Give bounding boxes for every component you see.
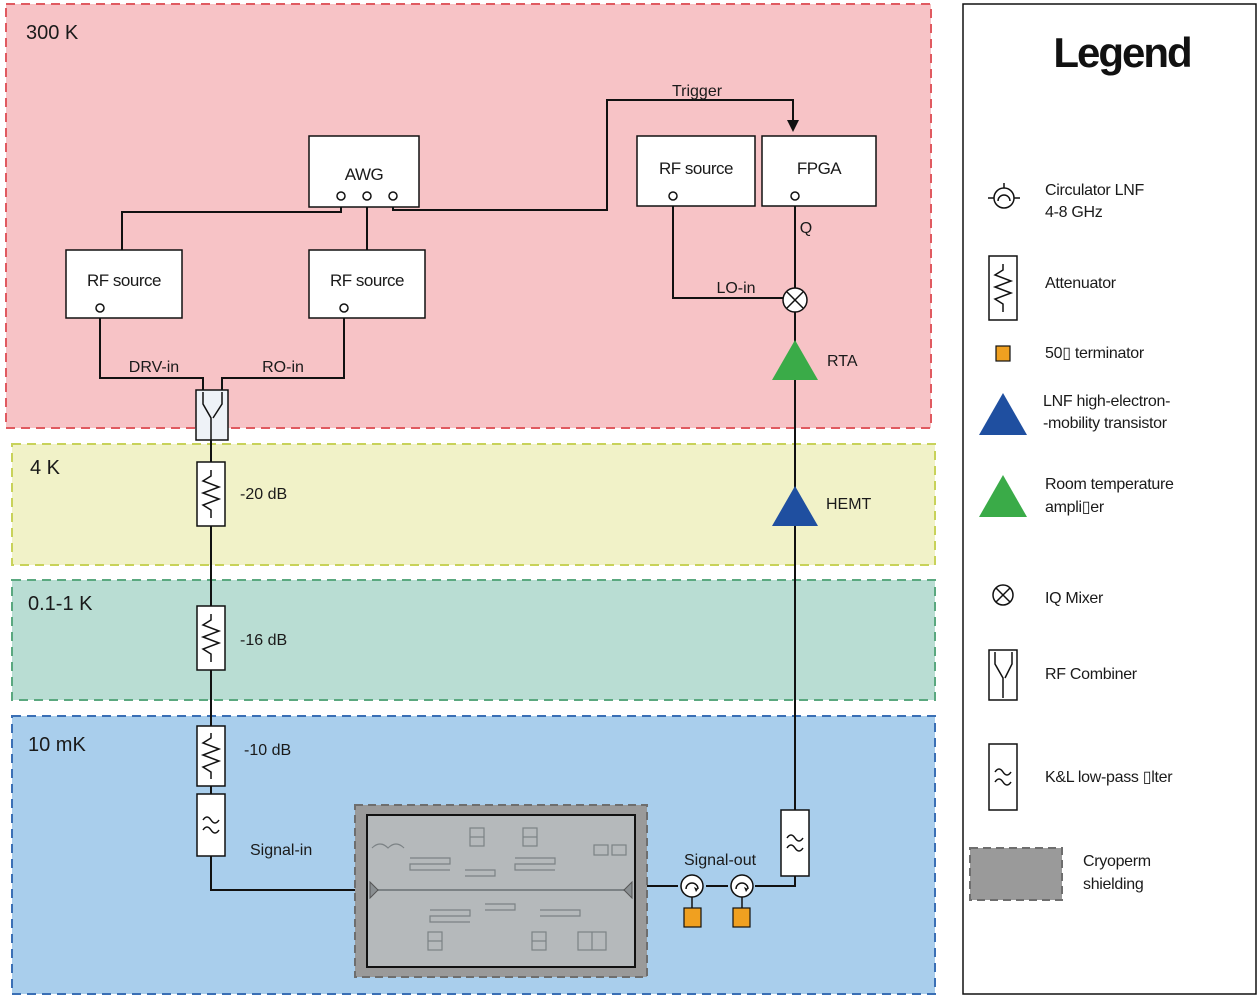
attenuator-mxc-icon	[197, 726, 225, 786]
terminator-1-icon	[684, 908, 701, 927]
att-4k-label: -20 dB	[240, 486, 287, 503]
legend-combiner-icon	[989, 650, 1017, 700]
fpga-label: FPGA	[797, 159, 842, 178]
rf-source-readout-label: RF source	[330, 271, 404, 290]
legend-shield-icon	[970, 848, 1062, 900]
legend-combiner-label: RF Combiner	[1045, 666, 1138, 683]
lowpass-filter-output-icon	[781, 810, 809, 876]
rta-label: RTA	[827, 353, 858, 370]
legend-rta-label-1: Room temperature	[1045, 476, 1174, 493]
legend-mixer-icon	[993, 585, 1013, 605]
zone-label-still: 0.1-1 K	[28, 593, 93, 615]
legend-rta-label-2: ampli▯er	[1045, 499, 1105, 516]
rf-source-lo-port	[669, 192, 677, 200]
rf-source-drive-port	[96, 304, 104, 312]
awg-port-drive	[337, 192, 345, 200]
attenuator-4k-icon	[197, 462, 225, 526]
legend-shield-label-2: shielding	[1083, 876, 1143, 893]
legend-terminator-icon	[996, 346, 1010, 361]
rf-source-readout-box: RF source	[309, 250, 425, 318]
rf-source-drive-box: RF source	[66, 250, 182, 318]
awg-port-readout	[363, 192, 371, 200]
q-label: Q	[800, 220, 812, 237]
legend-filter-icon	[989, 744, 1017, 810]
legend-title: Legend	[1053, 29, 1190, 76]
legend-mixer-label: IQ Mixer	[1045, 590, 1104, 607]
fpga-port-q	[791, 192, 799, 200]
zone-label-4k: 4 K	[30, 457, 61, 479]
zone-still: 0.1-1 K	[12, 580, 935, 700]
terminator-2-icon	[733, 908, 750, 927]
legend-attenuator-label: Attenuator	[1045, 275, 1117, 292]
signal-out-label: Signal-out	[684, 852, 757, 869]
hemt-label: HEMT	[826, 496, 872, 513]
awg-port-trigger	[389, 192, 397, 200]
legend-shield-label-1: Cryoperm	[1083, 853, 1151, 870]
legend-filter-label: K&L low-pass ▯lter	[1045, 769, 1173, 786]
awg-label: AWG	[345, 165, 383, 184]
awg-box: AWG	[309, 136, 419, 207]
qubit-chip	[355, 805, 647, 977]
rf-source-drive-label: RF source	[87, 271, 161, 290]
lowpass-filter-input-icon	[197, 794, 225, 856]
rf-source-lo-box: RF source	[637, 136, 755, 206]
legend-attenuator-icon	[989, 256, 1017, 320]
legend-terminator-label: 50▯ terminator	[1045, 345, 1145, 362]
zone-label-mxc: 10 mK	[28, 734, 86, 756]
att-mxc-label: -10 dB	[244, 742, 291, 759]
rf-combiner-icon	[196, 390, 228, 440]
legend-panel: Legend Circulator LNF 4-8 GHz Attenuator…	[963, 4, 1256, 994]
signal-in-label: Signal-in	[250, 842, 312, 859]
fpga-box: FPGA	[762, 136, 876, 206]
drv-in-label: DRV-in	[129, 359, 179, 376]
rf-source-readout-port	[340, 304, 348, 312]
trigger-label: Trigger	[672, 83, 723, 100]
ro-in-label: RO-in	[262, 359, 304, 376]
iq-mixer-icon	[783, 288, 807, 312]
legend-circulator-label-2: 4-8 GHz	[1045, 204, 1103, 221]
rf-source-lo-label: RF source	[659, 159, 733, 178]
legend-hemt-label-2: -mobility transistor	[1043, 415, 1168, 432]
legend-hemt-label-1: LNF high-electron-	[1043, 393, 1170, 410]
legend-circulator-label-1: Circulator LNF	[1045, 182, 1144, 199]
lo-in-label: LO-in	[716, 280, 755, 297]
attenuator-still-icon	[197, 606, 225, 670]
zone-label-300k: 300 K	[26, 22, 79, 44]
att-still-label: -16 dB	[240, 632, 287, 649]
